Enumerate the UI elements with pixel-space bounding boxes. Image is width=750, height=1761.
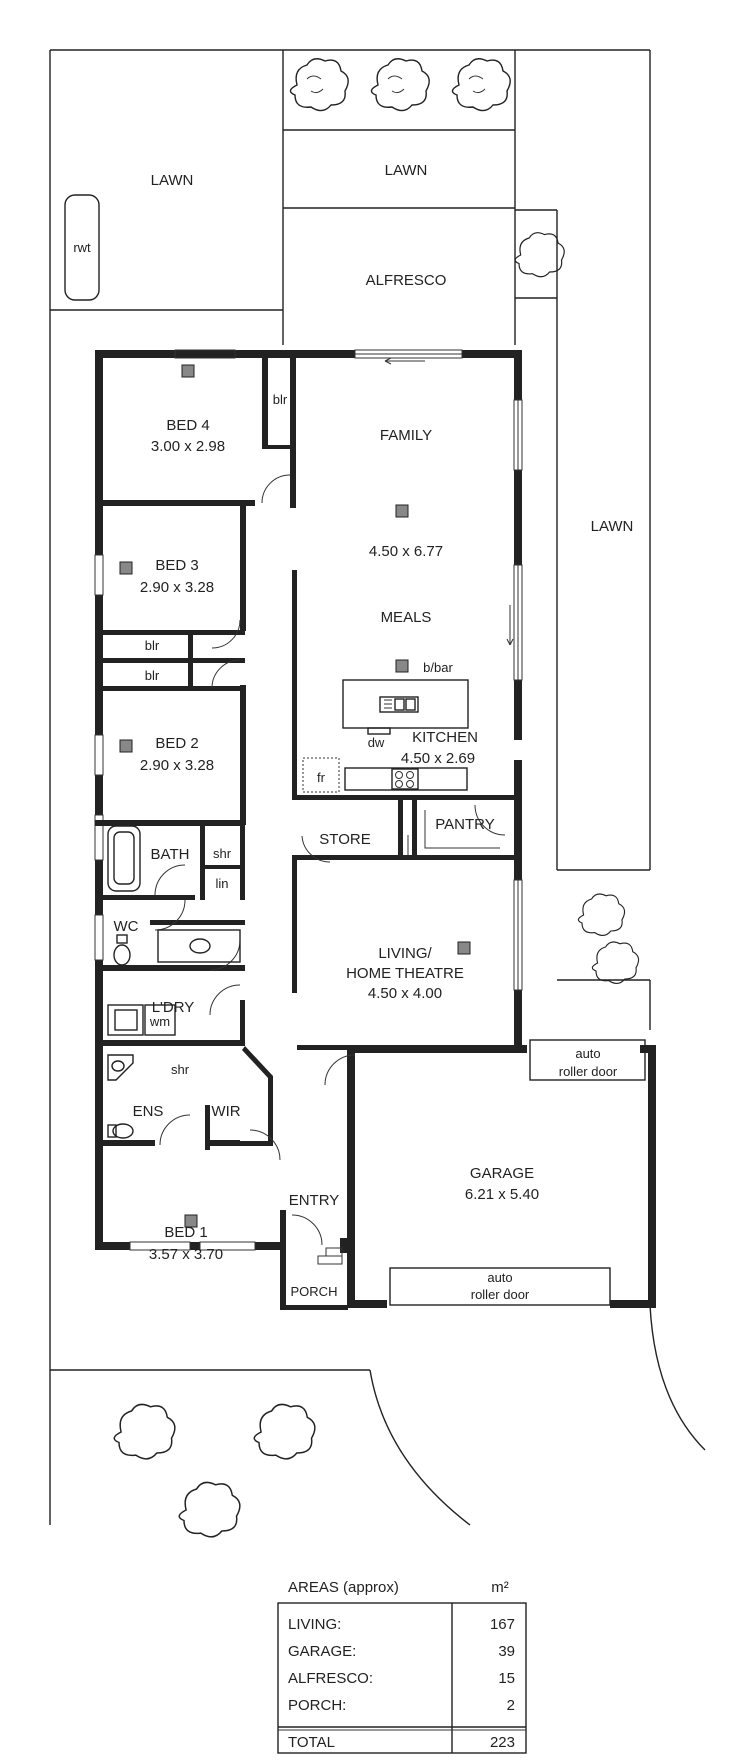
site-boundary: [49, 49, 706, 1526]
living-size: 4.50 x 4.00: [368, 985, 442, 1002]
pantry-label: PANTRY: [435, 816, 494, 833]
tree-icon: [451, 58, 511, 112]
doors: [154, 474, 506, 1246]
ens-label: ENS: [133, 1103, 164, 1120]
fixtures: [107, 364, 646, 1306]
lawn-label: LAWN: [151, 172, 194, 189]
dw-label: dw: [368, 735, 385, 750]
tree-icon: [577, 893, 626, 936]
windows: [94, 349, 523, 1251]
areas-title: AREAS (approx): [288, 1579, 399, 1596]
areas-row-label: ALFRESCO:: [288, 1670, 373, 1687]
areas-row-label: PORCH:: [288, 1697, 346, 1714]
tree-icon: [370, 58, 430, 112]
family-size: 4.50 x 6.77: [369, 543, 443, 560]
bed3-label: BED 3: [155, 557, 198, 574]
bed3-size: 2.90 x 3.28: [140, 579, 214, 596]
kitchen-label: KITCHEN: [412, 729, 478, 746]
blr-label: blr: [273, 392, 288, 407]
areas-row-label: GARAGE:: [288, 1643, 356, 1660]
wm-label: wm: [149, 1014, 170, 1029]
lawn-label: LAWN: [591, 518, 634, 535]
porch-label: PORCH: [291, 1284, 338, 1299]
blr-label: blr: [145, 638, 160, 653]
exterior-walls: [95, 350, 656, 1308]
wir-label: WIR: [211, 1103, 240, 1120]
roller-door-label: roller door: [471, 1287, 530, 1302]
shr-label: shr: [213, 846, 232, 861]
tree-icon: [289, 58, 349, 112]
alfresco-label: ALFRESCO: [366, 272, 447, 289]
svg-text:rwt: rwt: [73, 240, 91, 255]
areas-unit: m²: [491, 1579, 509, 1596]
rainwater-tank: rwt: [64, 194, 100, 301]
bed4-size: 3.00 x 2.98: [151, 438, 225, 455]
areas-row-value: 15: [498, 1670, 515, 1687]
bed1-label: BED 1: [164, 1224, 207, 1241]
areas-row-label: LIVING:: [288, 1616, 341, 1633]
roller-door-label: roller door: [559, 1064, 618, 1079]
areas-row-value: 2: [507, 1697, 515, 1714]
toilet-icon: [113, 934, 131, 966]
bbar-label: b/bar: [423, 660, 453, 675]
lin-label: lin: [215, 876, 228, 891]
areas-total-label: TOTAL: [288, 1734, 335, 1751]
garage-label: GARAGE: [470, 1165, 534, 1182]
areas-total-value: 223: [490, 1734, 515, 1751]
bed1-size: 3.57 x 3.70: [149, 1246, 223, 1263]
interior-walls: [95, 358, 517, 1310]
garage-size: 6.21 x 5.40: [465, 1186, 539, 1203]
living-label-line2: HOME THEATRE: [346, 965, 464, 982]
store-label: STORE: [319, 831, 370, 848]
areas-table: AREAS (approx) m² LIVING: 167 GARAGE: 39…: [277, 1579, 527, 1754]
fr-label: fr: [317, 770, 326, 785]
wc-label: WC: [114, 918, 139, 935]
roller-door-label: auto: [575, 1046, 600, 1061]
kitchen-size: 4.50 x 2.69: [401, 750, 475, 767]
bed2-size: 2.90 x 3.28: [140, 757, 214, 774]
family-label: FAMILY: [380, 427, 432, 444]
tree-icon: [178, 1481, 241, 1538]
tree-icon: [253, 1403, 316, 1460]
meals-label: MEALS: [381, 609, 432, 626]
shr-label: shr: [171, 1062, 190, 1077]
lawn-label: LAWN: [385, 162, 428, 179]
ldry-label: L'DRY: [152, 999, 195, 1016]
tree-icon: [113, 1403, 176, 1460]
roller-door-label: auto: [487, 1270, 512, 1285]
trees: [113, 58, 640, 1538]
entry-label: ENTRY: [289, 1192, 340, 1209]
bed2-label: BED 2: [155, 735, 198, 752]
tree-icon: [591, 941, 640, 984]
toilet-icon: [107, 1123, 134, 1139]
areas-row-value: 39: [498, 1643, 515, 1660]
blr-label: blr: [145, 668, 160, 683]
tree-icon: [514, 232, 565, 278]
areas-row-value: 167: [490, 1616, 515, 1633]
living-label-line1: LIVING/: [378, 945, 432, 962]
bath-label: BATH: [151, 846, 190, 863]
bed4-label: BED 4: [166, 417, 209, 434]
